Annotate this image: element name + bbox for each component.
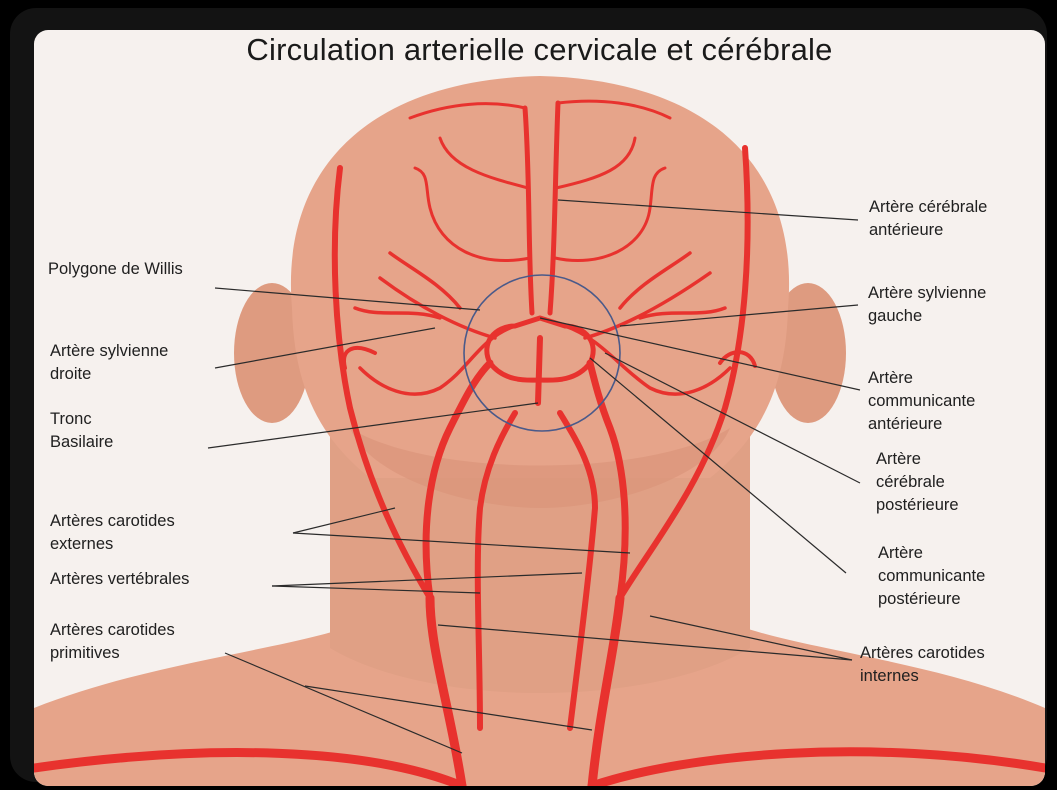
label-artere-cerebrale-posterieure: Artère cérébrale postérieure <box>876 448 959 517</box>
label-artere-cerebrale-anterieure: Artère cérébrale antérieure <box>869 196 987 242</box>
label-line: externes <box>50 533 175 556</box>
label-line: antérieure <box>869 219 987 242</box>
label-artere-sylvienne-gauche: Artère sylvienne gauche <box>868 282 986 328</box>
head-silhouette <box>291 76 789 478</box>
label-line: Artère sylvienne <box>50 340 168 363</box>
label-line: Artères carotides <box>50 510 175 533</box>
label-polygone-de-willis: Polygone de Willis <box>48 258 183 281</box>
label-arteres-carotides-primitives: Artères carotides primitives <box>50 619 175 665</box>
label-tronc-basilaire: Tronc Basilaire <box>50 408 113 454</box>
diagram-title: Circulation arterielle cervicale et céré… <box>34 30 1045 70</box>
label-line: Basilaire <box>50 431 113 454</box>
label-line: Artères carotides <box>860 642 985 665</box>
label-artere-sylvienne-droite: Artère sylvienne droite <box>50 340 168 386</box>
label-line: internes <box>860 665 985 688</box>
label-line: Artère sylvienne <box>868 282 986 305</box>
label-line: Polygone de Willis <box>48 258 183 281</box>
label-line: communicante <box>868 390 975 413</box>
label-line: antérieure <box>868 413 975 436</box>
label-line: Artère cérébrale <box>869 196 987 219</box>
label-line: cérébrale <box>876 471 959 494</box>
label-line: Artère <box>876 448 959 471</box>
image-frame: Circulation arterielle cervicale et céré… <box>10 8 1047 782</box>
label-line: Artères vertébrales <box>50 568 189 591</box>
label-line: gauche <box>868 305 986 328</box>
label-arteres-vertebrales: Artères vertébrales <box>50 568 189 591</box>
label-line: Artères carotides <box>50 619 175 642</box>
diagram-panel: Circulation arterielle cervicale et céré… <box>34 30 1045 786</box>
label-artere-communicante-posterieure: Artère communicante postérieure <box>878 542 985 611</box>
label-line: droite <box>50 363 168 386</box>
label-line: postérieure <box>876 494 959 517</box>
label-artere-communicante-anterieure: Artère communicante antérieure <box>868 367 975 436</box>
label-arteres-carotides-internes: Artères carotides internes <box>860 642 985 688</box>
label-line: Artère <box>868 367 975 390</box>
label-line: Artère <box>878 542 985 565</box>
tronc-basilaire <box>538 338 540 403</box>
label-line: communicante <box>878 565 985 588</box>
label-line: primitives <box>50 642 175 665</box>
label-line: postérieure <box>878 588 985 611</box>
label-arteres-carotides-externes: Artères carotides externes <box>50 510 175 556</box>
label-line: Tronc <box>50 408 113 431</box>
